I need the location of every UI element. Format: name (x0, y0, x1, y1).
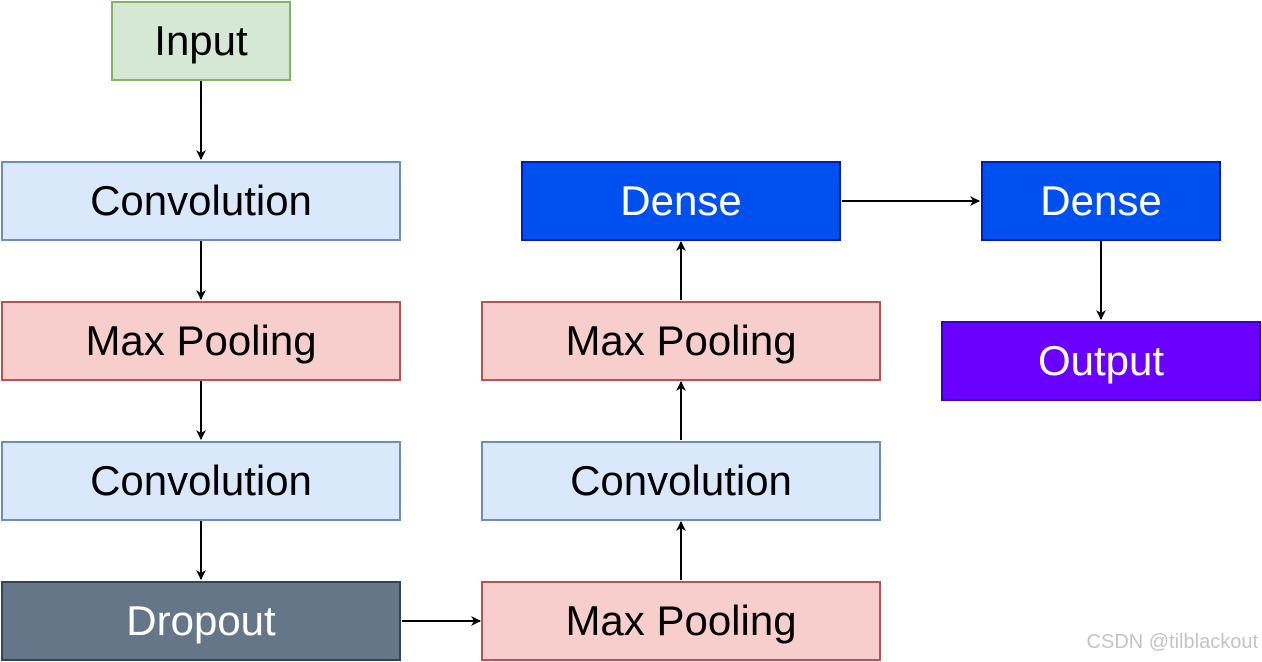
node-max-pooling-2: Max Pooling (481, 581, 881, 661)
node-max-pooling-3-label: Max Pooling (565, 317, 797, 364)
node-dense-1-label: Dense (620, 177, 742, 224)
node-dropout-label: Dropout (126, 597, 276, 644)
node-max-pooling-2-label: Max Pooling (565, 597, 797, 644)
node-dense-2-label: Dense (1040, 177, 1162, 224)
node-input-label: Input (154, 17, 248, 64)
node-output-label: Output (1037, 337, 1165, 384)
node-convolution-3-label: Convolution (570, 457, 792, 504)
node-max-pooling-1: Max Pooling (1, 301, 401, 381)
node-dense-1: Dense (521, 161, 841, 241)
node-convolution-2: Convolution (1, 441, 401, 521)
node-convolution-2-label: Convolution (90, 457, 312, 504)
node-max-pooling-1-label: Max Pooling (85, 317, 317, 364)
node-dense-2: Dense (981, 161, 1221, 241)
node-output: Output (941, 321, 1261, 401)
watermark: CSDN @tilblackout (1086, 631, 1258, 653)
node-convolution-3: Convolution (481, 441, 881, 521)
node-convolution-1-label: Convolution (90, 177, 312, 224)
node-dropout: Dropout (1, 581, 401, 661)
node-convolution-1: Convolution (1, 161, 401, 241)
node-max-pooling-3: Max Pooling (481, 301, 881, 381)
node-input: Input (111, 1, 291, 81)
